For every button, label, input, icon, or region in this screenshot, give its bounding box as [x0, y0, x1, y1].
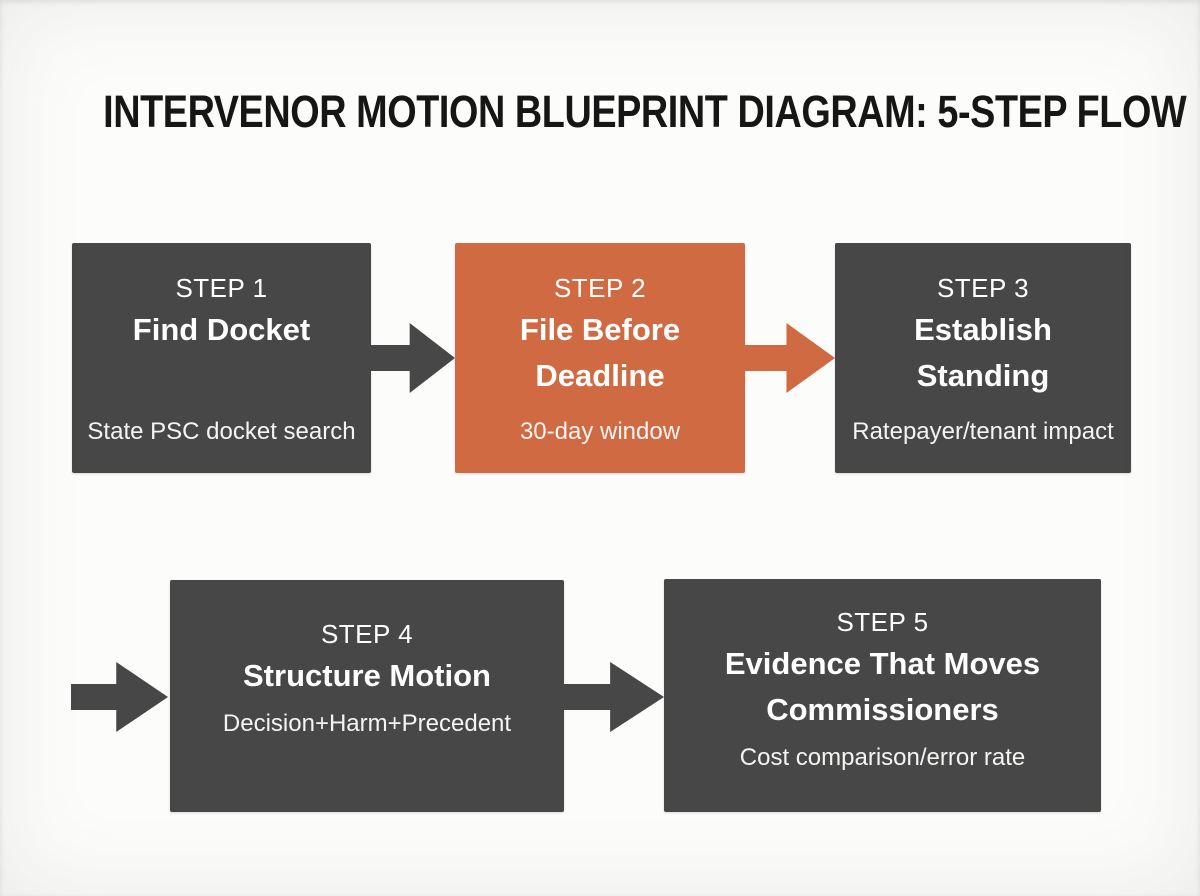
step-box-5: STEP 5 Evidence That Moves Commissioners…	[664, 579, 1101, 812]
step-name: File Before Deadline	[519, 312, 681, 393]
step-subtitle: Ratepayer/tenant impact	[852, 418, 1114, 445]
step-name: Establish Standing	[914, 312, 1052, 393]
step-label: STEP 2	[553, 273, 647, 303]
step-name: Find Docket	[132, 312, 311, 347]
diagram-title-text: INTERVENOR MOTION BLUEPRINT DIAGRAM: 5-S…	[103, 86, 1187, 137]
arrow-right-icon	[370, 320, 455, 396]
step-box-1: STEP 1 Find Docket State PSC docket sear…	[72, 243, 371, 473]
diagram-title: INTERVENOR MOTION BLUEPRINT DIAGRAM: 5-S…	[0, 86, 1200, 138]
step-subtitle: State PSC docket search	[87, 418, 356, 445]
step-subtitle: 30-day window	[519, 418, 681, 445]
step-label: STEP 5	[836, 607, 929, 637]
step-box-2: STEP 2 File Before Deadline 30-day windo…	[455, 243, 745, 473]
step-name: Evidence That Moves Commissioners	[724, 646, 1041, 727]
step-label: STEP 4	[320, 619, 414, 649]
step-box-3: STEP 3 Establish Standing Ratepayer/tena…	[835, 243, 1131, 473]
step-subtitle: Cost comparison/error rate	[739, 744, 1026, 771]
step-subtitle: Decision+Harm+Precedent	[222, 710, 512, 737]
step-label: STEP 1	[175, 273, 268, 303]
step-name: Structure Motion	[243, 658, 491, 693]
arrow-right-icon	[744, 320, 835, 396]
arrow-right-icon	[71, 659, 168, 735]
arrow-right-icon	[563, 659, 664, 735]
step-label: STEP 3	[936, 273, 1030, 303]
step-box-4: STEP 4 Structure Motion Decision+Harm+Pr…	[170, 580, 564, 812]
